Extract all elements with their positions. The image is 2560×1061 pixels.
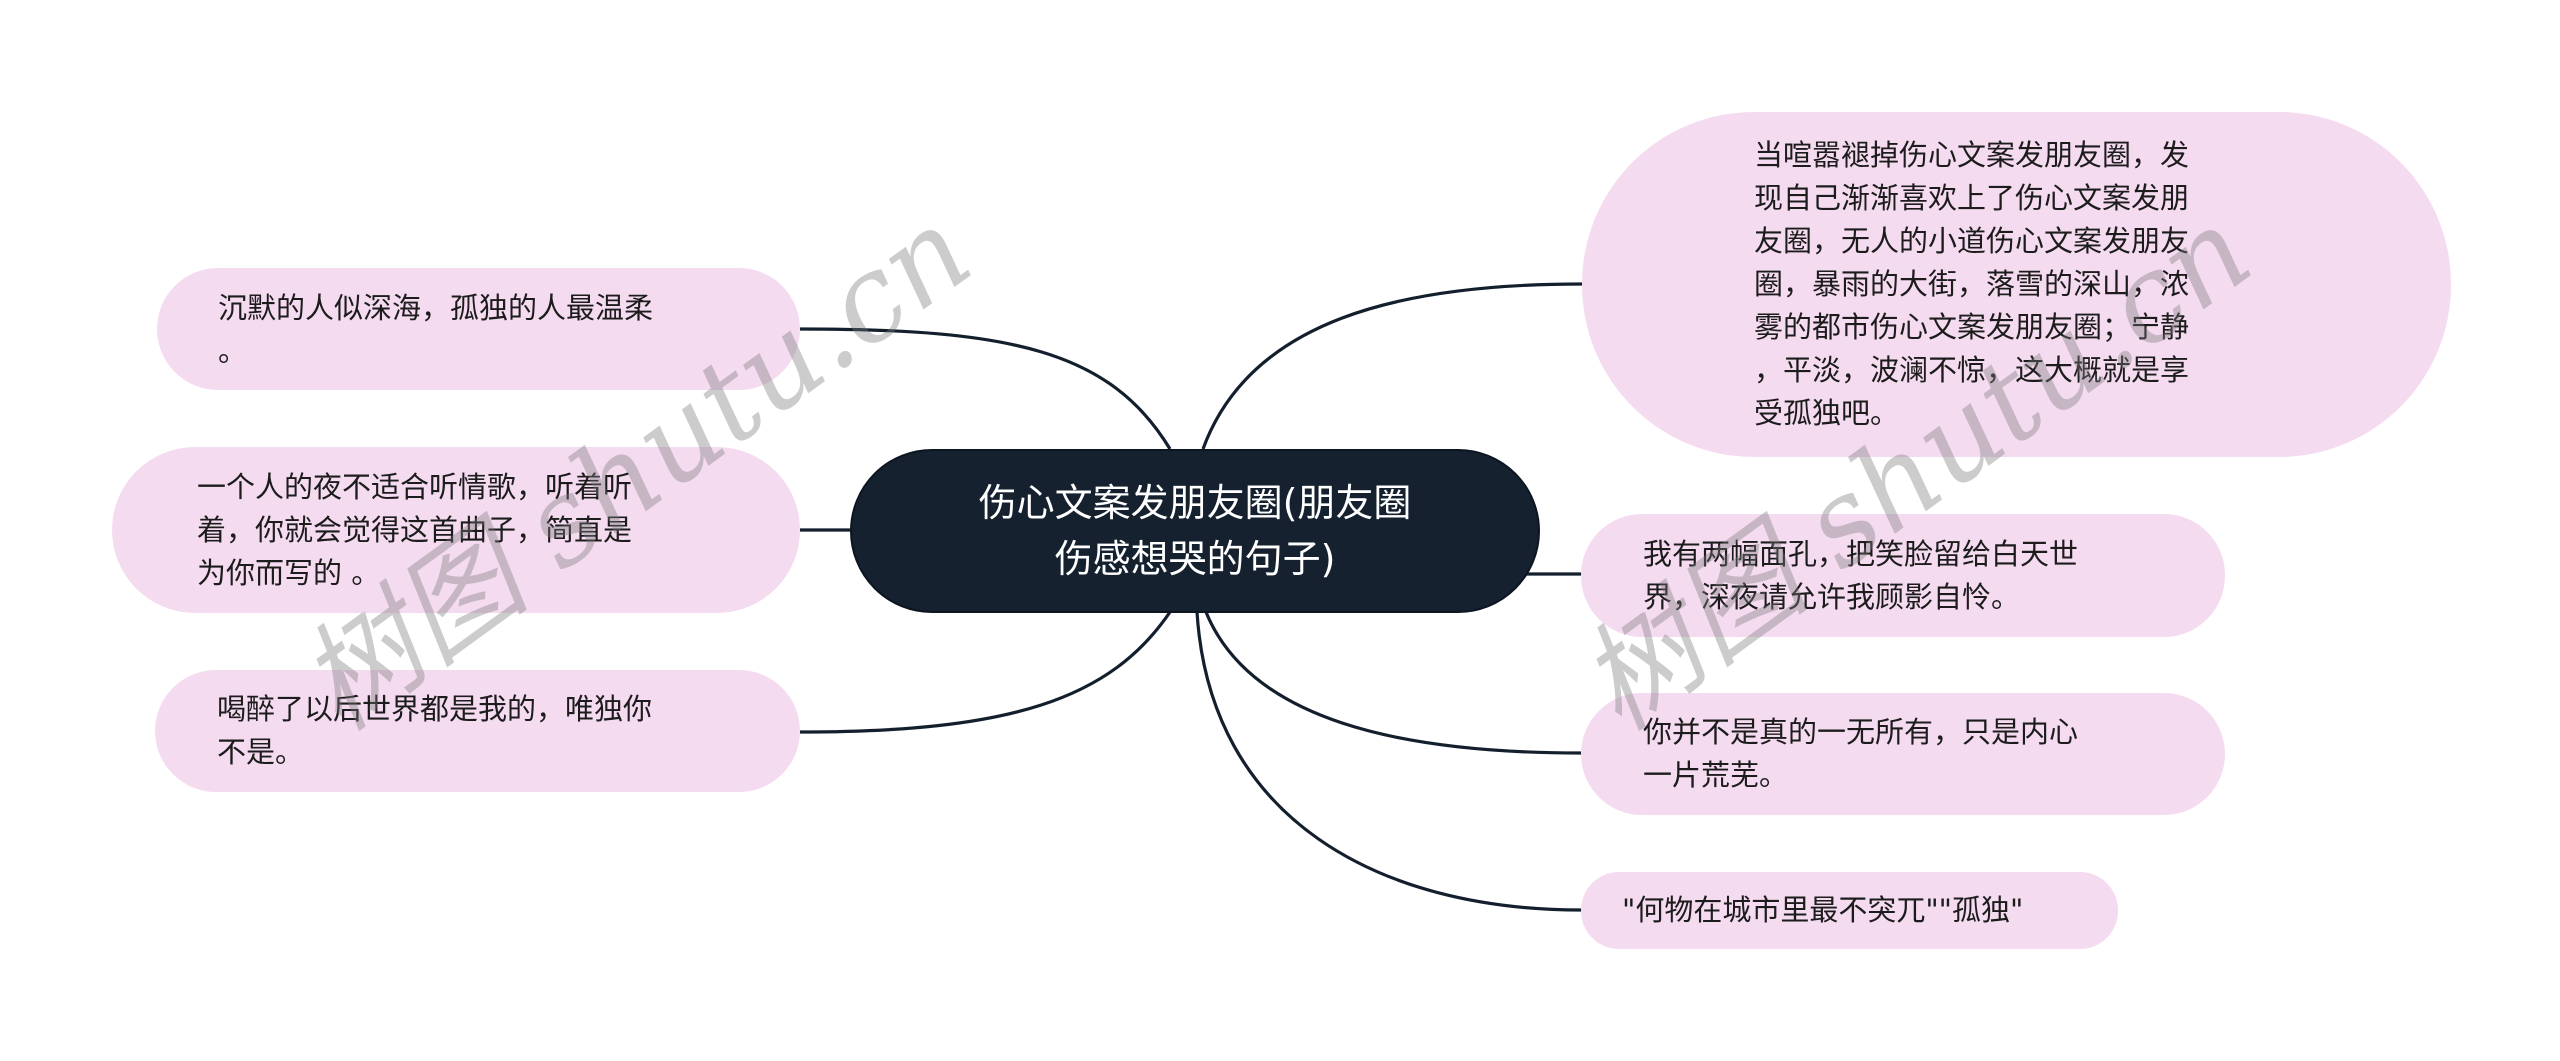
branch-text: 一个人的夜不适合听情歌，听着听 着，你就会觉得这首曲子，简直是 为你而写的 。 bbox=[197, 469, 633, 590]
connector-right-1 bbox=[1201, 282, 1583, 450]
connector-left-3 bbox=[799, 611, 1172, 734]
connector-right-3 bbox=[1204, 611, 1582, 755]
connector-left-1 bbox=[799, 327, 1172, 450]
branch-text: 当喧嚣褪掉伤心文案发朋友圈，发 现自己渐渐喜欢上了伤心文案发朋 友圈，无人的小道… bbox=[1754, 138, 2190, 430]
branch-node-right-2[interactable]: 我有两幅面孔，把笑脸留给白天世 界，深夜请允许我顾影自怜。 bbox=[1581, 514, 2225, 637]
branch-node-right-3[interactable]: 你并不是真的一无所有，只是内心 一片荒芜。 bbox=[1581, 693, 2225, 815]
branch-text: 喝醉了以后世界都是我的，唯独你 不是。 bbox=[217, 692, 653, 769]
branch-text: 我有两幅面孔，把笑脸留给白天世 界，深夜请允许我顾影自怜。 bbox=[1643, 536, 2079, 614]
branch-node-left-1[interactable]: 沉默的人似深海，孤独的人最温柔 。 bbox=[157, 268, 800, 390]
connector-right-4 bbox=[1195, 611, 1582, 912]
branch-node-right-1[interactable]: 当喧嚣褪掉伤心文案发朋友圈，发 现自己渐渐喜欢上了伤心文案发朋 友圈，无人的小道… bbox=[1582, 112, 2451, 457]
branch-text: 沉默的人似深海，孤独的人最温柔 。 bbox=[218, 291, 654, 368]
branch-text: 你并不是真的一无所有，只是内心 一片荒芜。 bbox=[1643, 715, 2079, 792]
branch-node-left-2[interactable]: 一个人的夜不适合听情歌，听着听 着，你就会觉得这首曲子，简直是 为你而写的 。 bbox=[112, 447, 800, 613]
branch-node-left-3[interactable]: 喝醉了以后世界都是我的，唯独你 不是。 bbox=[155, 670, 800, 792]
root-topic-text: 伤心文案发朋友圈(朋友圈 伤感想哭的句子) bbox=[978, 481, 1412, 581]
branch-node-right-4[interactable]: "何物在城市里最不突兀""孤独" bbox=[1581, 872, 2118, 949]
branch-text: "何物在城市里最不突兀""孤独" bbox=[1622, 893, 2024, 927]
root-topic-node[interactable]: 伤心文案发朋友圈(朋友圈 伤感想哭的句子) bbox=[850, 449, 1540, 613]
